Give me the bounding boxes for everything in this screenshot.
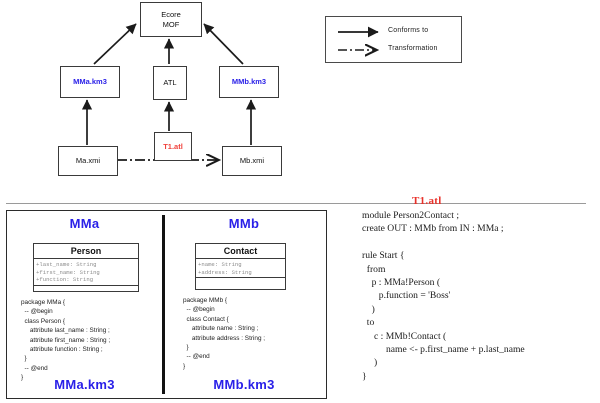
legend-label-transformation: Transformation [388,45,438,52]
uml-attrs-contact: +name: String +address: String [196,259,285,277]
section-divider [6,203,586,204]
node-ecore-line1: Ecore [161,9,181,19]
uml-class-name-contact: Contact [196,244,285,259]
node-mb-xmi: Mb.xmi [222,146,282,176]
atl-transformation-code: module Person2Contact ; create OUT : MMb… [362,210,525,382]
uml-attr: +first_name: String [36,268,100,276]
node-mma-km3: MMa.km3 [60,66,120,98]
uml-class-person: Person +last_name: String +first_name: S… [33,243,139,292]
node-ecore-mof: Ecore MOF [140,2,202,37]
uml-class-name-person: Person [34,244,138,259]
node-atl: ATL [153,66,187,100]
mmb-km3-filename: MMb.km3 [213,377,275,392]
conformance-diagram: Mb.xmi transformation --> Ecore MOF MMa.… [0,0,310,200]
panel-divider [162,215,165,394]
mmb-title: MMb [228,216,260,231]
mmb-km3-code: package MMb { -- @begin class Contact { … [183,297,266,370]
legend-label-conforms-to: Conforms to [388,27,429,34]
legend-box: Conforms to Transformation [325,16,462,63]
node-mmb-km3: MMb.km3 [219,66,279,98]
legend-arrow-samples [338,26,461,62]
uml-attr: +last_name: String [36,261,97,268]
uml-attr: +address: String [198,268,252,276]
node-t1-atl: T1.atl [154,132,192,161]
uml-operations-compartment [196,277,285,281]
uml-class-contact: Contact +name: String +address: String [195,243,286,290]
mma-km3-filename: MMa.km3 [54,377,115,392]
metamodel-mma-side: MMa Person +last_name: String +first_nam… [7,211,162,398]
metamodel-panel: MMa Person +last_name: String +first_nam… [6,210,327,399]
uml-attr: +name: String [198,261,242,268]
node-ma-xmi: Ma.xmi [58,146,118,176]
atl-file-title: T1.atl [412,195,442,207]
uml-attr: +function: String [36,276,94,284]
node-ecore-line2: MOF [162,19,180,29]
metamodel-mmb-side: MMb Contact +name: String +address: Stri… [165,211,323,398]
uml-attrs-person: +last_name: String +first_name: String +… [34,259,138,285]
mma-km3-code: package MMa { -- @begin class Person { a… [21,299,111,382]
uml-operations-compartment [34,284,138,289]
mma-title: MMa [69,216,100,231]
